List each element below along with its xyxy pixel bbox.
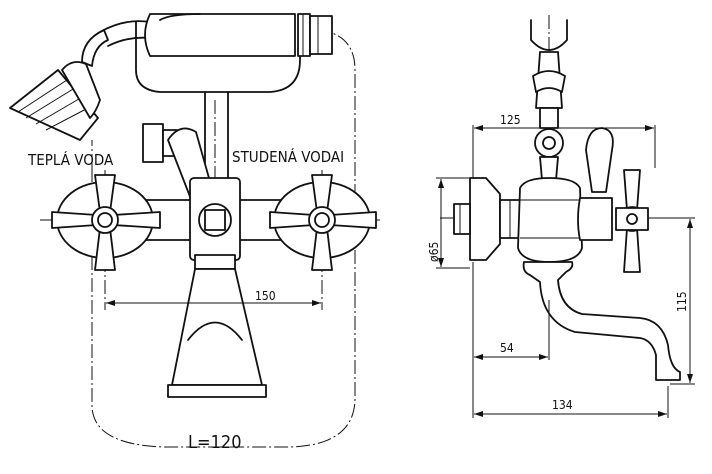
shower-holder [530,19,568,181]
dim-65-text: ø65 [427,242,441,262]
front-spout [167,254,267,398]
hot-water-label: TEPLÁ VODA [27,150,114,169]
dim-125-text: 125 [500,113,521,127]
wall-flange [453,177,521,261]
swing-envelope [91,29,356,448]
cold-water-label: STUDENÁ VODAI [232,147,344,166]
dim-115-text: 115 [675,291,689,312]
dim-150-text: 150 [255,289,276,303]
side-handle [577,169,649,273]
side-body [517,177,583,263]
side-view: 125 ø65 54 115 134 [427,15,695,418]
front-view: 150 TEPLÁ VODA STUDENÁ VODAI L=120 [9,13,380,453]
center-diverter-knob [189,177,241,261]
side-spout [522,261,681,381]
dim-134-text: 134 [552,398,573,412]
shower-head [9,29,109,141]
right-cold-handle [269,174,377,271]
left-hot-handle [51,174,161,271]
side-lever [585,127,614,193]
spout-length-label: L=120 [188,432,242,453]
dim-54-text: 54 [500,341,514,355]
shower-arm [99,20,151,47]
handset-cradle [135,13,333,93]
